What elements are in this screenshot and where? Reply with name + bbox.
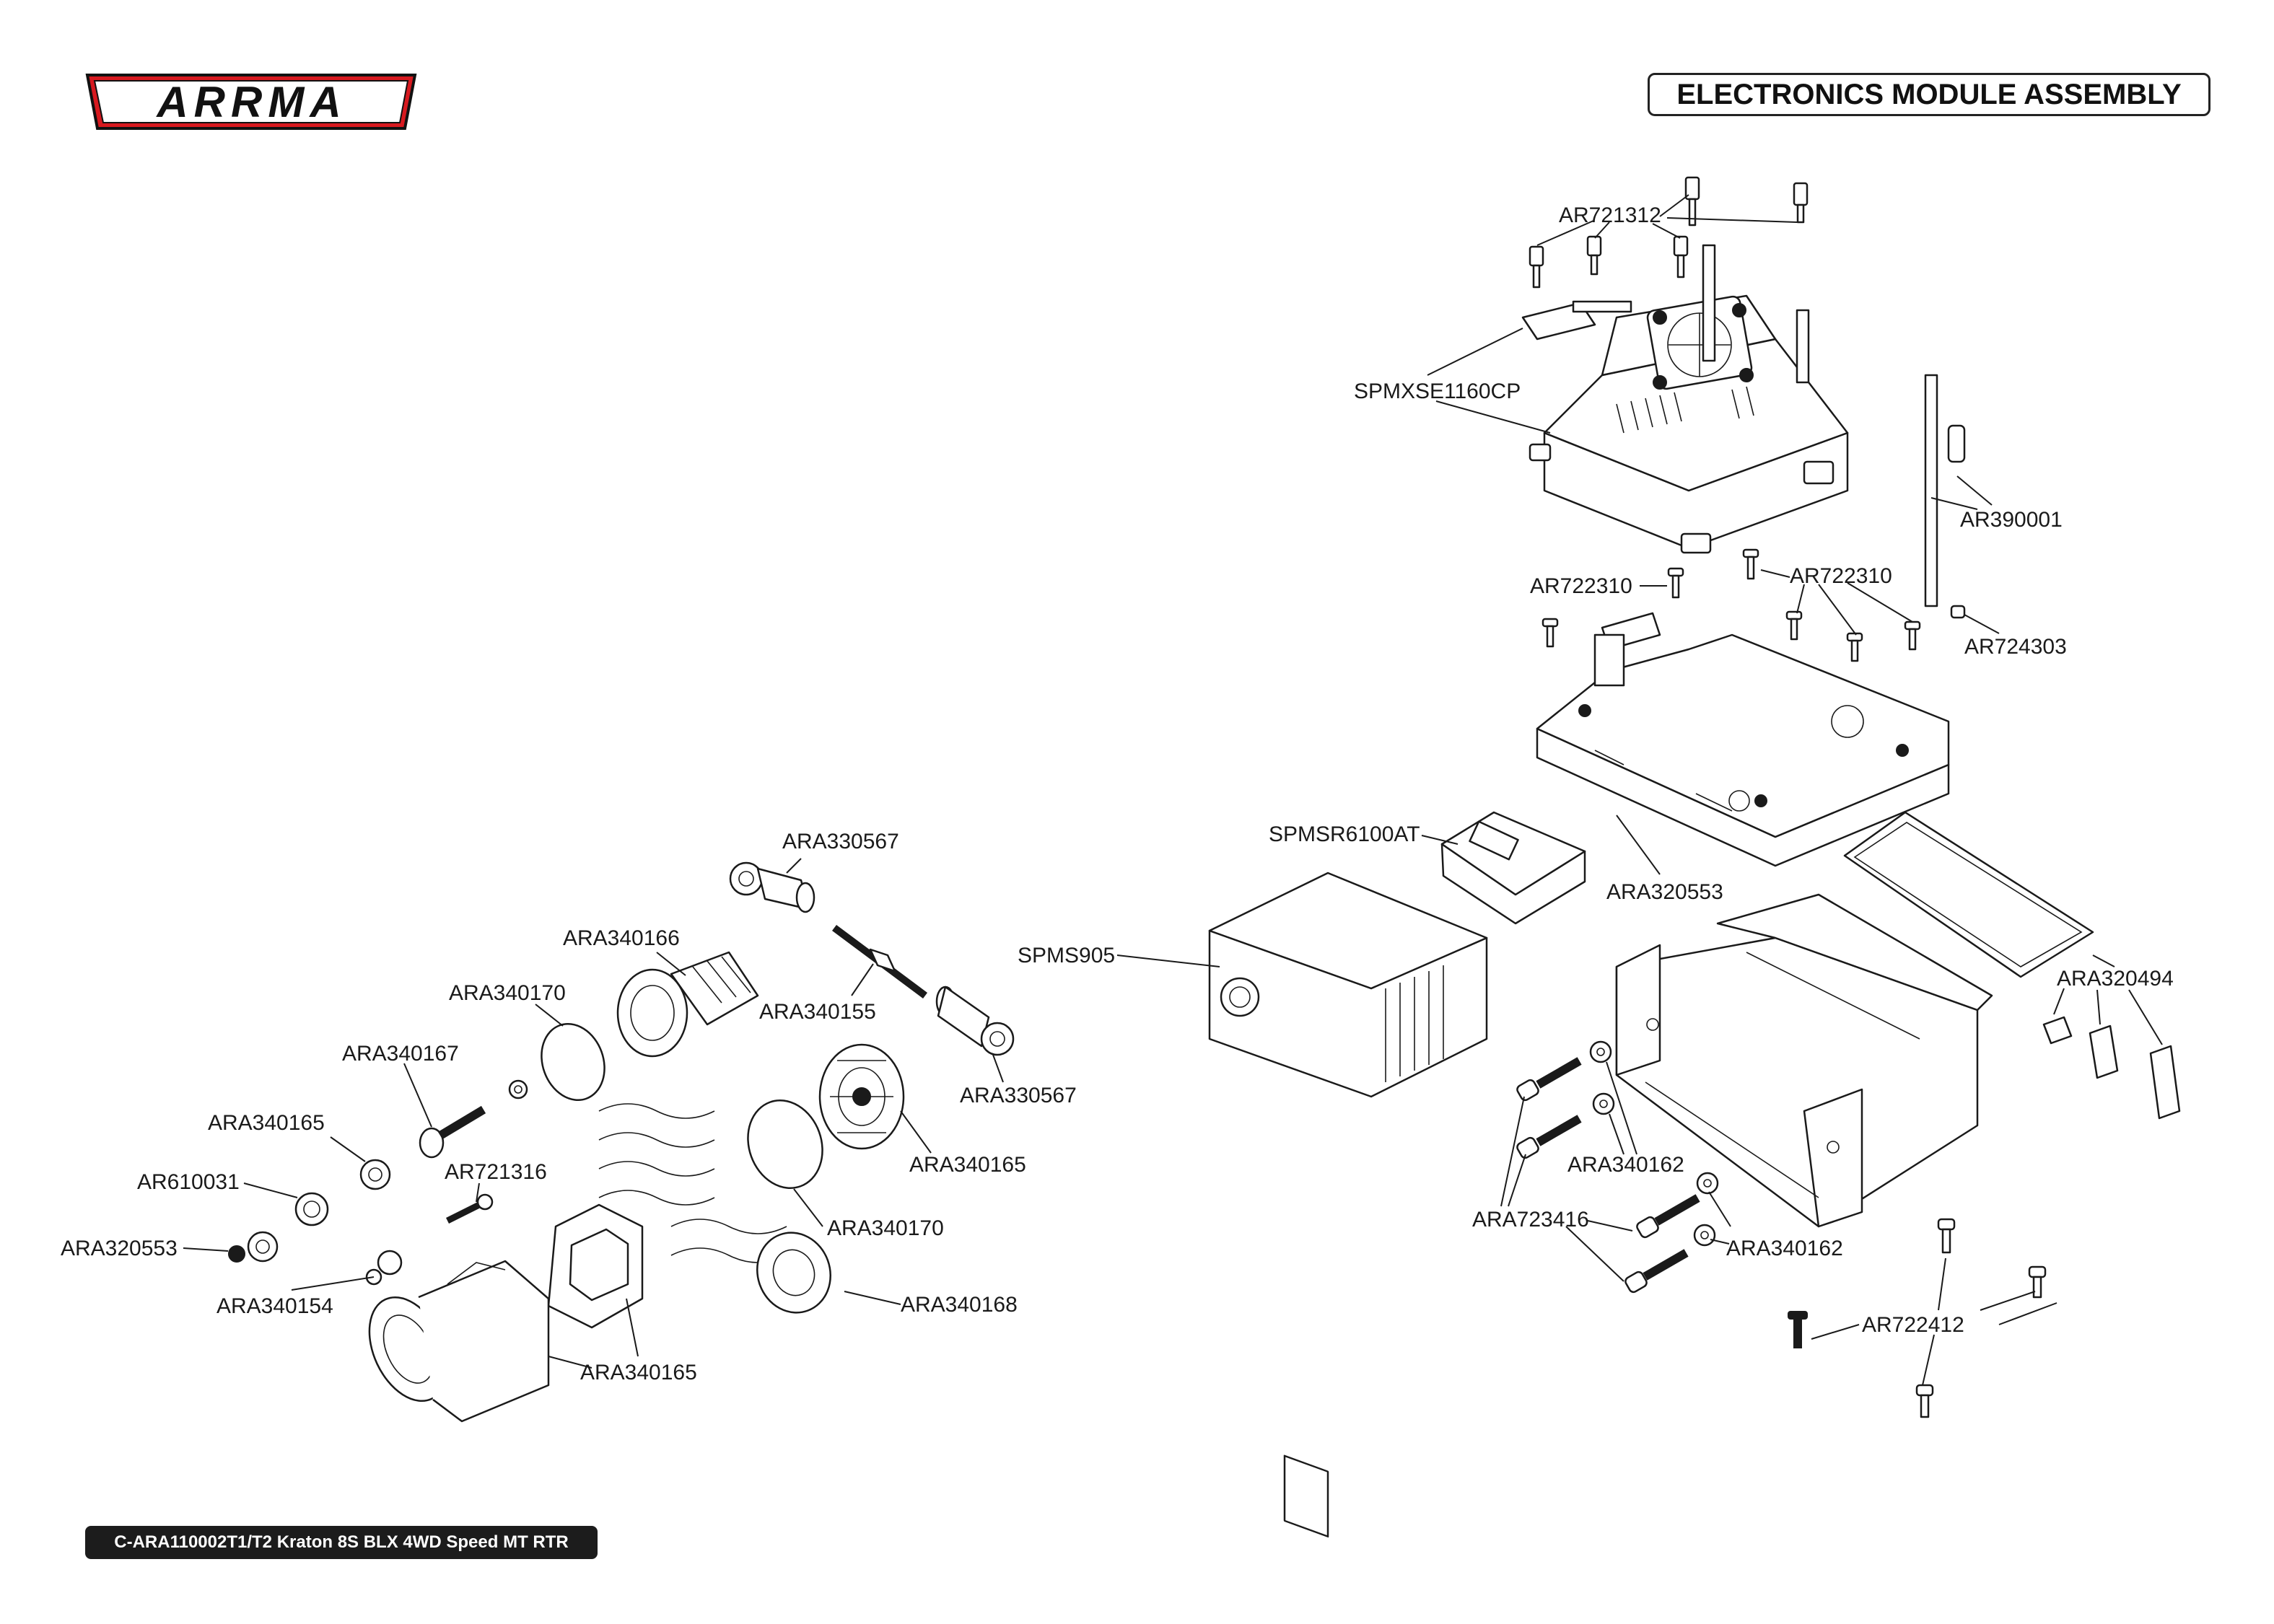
label-ara340154: ARA340154 <box>217 1294 333 1318</box>
label-ara340155: ARA340155 <box>759 1000 876 1024</box>
nut-ar724303 <box>1950 605 1966 619</box>
bushing-ara340166 <box>616 951 759 1058</box>
arrma-logo: ARRMA <box>85 74 417 130</box>
page-title-text: ELECTRONICS MODULE ASSEMBLY <box>1676 78 2182 110</box>
label-ara340162-bottom: ARA340162 <box>1726 1237 1843 1260</box>
esc-spmxse1160cp <box>1521 244 1849 554</box>
bolt-ara340167 <box>419 1079 528 1159</box>
label-ara340170-right: ARA340170 <box>827 1216 944 1240</box>
label-ar721312: AR721312 <box>1559 203 1661 227</box>
nut-ara340165-left <box>359 1159 391 1190</box>
label-ara340165-right: ARA340165 <box>909 1153 1026 1177</box>
footer-model-text: C-ARA110002T1/T2 Kraton 8S BLX 4WD Speed… <box>114 1532 569 1552</box>
label-ara340165-left: ARA340165 <box>208 1111 325 1135</box>
o-ring-ara340170-right <box>747 1100 823 1189</box>
rod-ara340155 <box>832 924 927 999</box>
screw-ar722310 <box>1541 548 1921 662</box>
label-ara723416: ARA723416 <box>1472 1208 1589 1232</box>
label-ara330567-top: ARA330567 <box>782 830 899 853</box>
label-spmxse1160cp: SPMXSE1160CP <box>1354 379 1521 403</box>
label-ara340167: ARA340167 <box>342 1042 459 1066</box>
label-spmsr6100at: SPMSR6100AT <box>1269 822 1420 846</box>
label-ara330567-bottom: ARA330567 <box>960 1084 1077 1107</box>
label-ara340165-bottom: ARA340165 <box>580 1361 697 1384</box>
label-ar722310-right: AR722310 <box>1790 564 1892 588</box>
label-ar721316: AR721316 <box>445 1160 547 1184</box>
label-ara340170-left: ARA340170 <box>449 981 566 1005</box>
label-ar722412: AR722412 <box>1862 1313 1964 1337</box>
rod-end-ara330567-top <box>729 861 815 913</box>
bolt-ara723416 <box>1516 1057 1700 1294</box>
washer-ara340168 <box>756 1232 831 1314</box>
servo-spms905 <box>1208 872 1488 1538</box>
label-ara320494: ARA320494 <box>2057 967 2174 991</box>
washer-ara340162 <box>1589 1040 1719 1247</box>
logo-text: ARRMA <box>155 78 346 126</box>
label-ar610031: AR610031 <box>137 1170 240 1194</box>
label-ara340168: ARA340168 <box>901 1293 1018 1317</box>
label-ara320553-left: ARA320553 <box>61 1237 178 1260</box>
screw-ar722412 <box>1788 1218 2047 1418</box>
footer-model-bar: C-ARA110002T1/T2 Kraton 8S BLX 4WD Speed… <box>85 1526 598 1559</box>
box-ara320553 <box>1615 893 1993 1228</box>
page-title: ELECTRONICS MODULE ASSEMBLY <box>1648 73 2210 116</box>
housing-ara340165-bottom <box>368 1203 644 1423</box>
rod-end-ara330567-bottom <box>935 986 1015 1056</box>
rod-ar390001 <box>1924 374 1966 607</box>
label-ara340162-top: ARA340162 <box>1567 1153 1684 1177</box>
gasket-ara320494 <box>1843 811 2181 1120</box>
label-ar724303: AR724303 <box>1964 635 2067 659</box>
label-spms905: SPMS905 <box>1018 944 1115 967</box>
label-ara340166: ARA340166 <box>563 926 680 950</box>
tray-ara320553 <box>1536 612 1950 867</box>
pin-ara340154 <box>365 1250 403 1286</box>
label-ar390001: AR390001 <box>1960 508 2063 532</box>
bearing-ar610031 <box>294 1192 329 1226</box>
cap-ara340165-right <box>818 1043 905 1150</box>
screw-ar721312 <box>1529 176 1809 289</box>
o-ring-ara340170-left <box>541 1023 605 1101</box>
receiver-spmsr6100at <box>1440 811 1586 925</box>
label-ar722310-left: AR722310 <box>1530 574 1632 598</box>
label-ara320553-right: ARA320553 <box>1606 880 1723 904</box>
part-ara320553-left <box>228 1231 279 1263</box>
pin-ar721316 <box>445 1193 494 1224</box>
